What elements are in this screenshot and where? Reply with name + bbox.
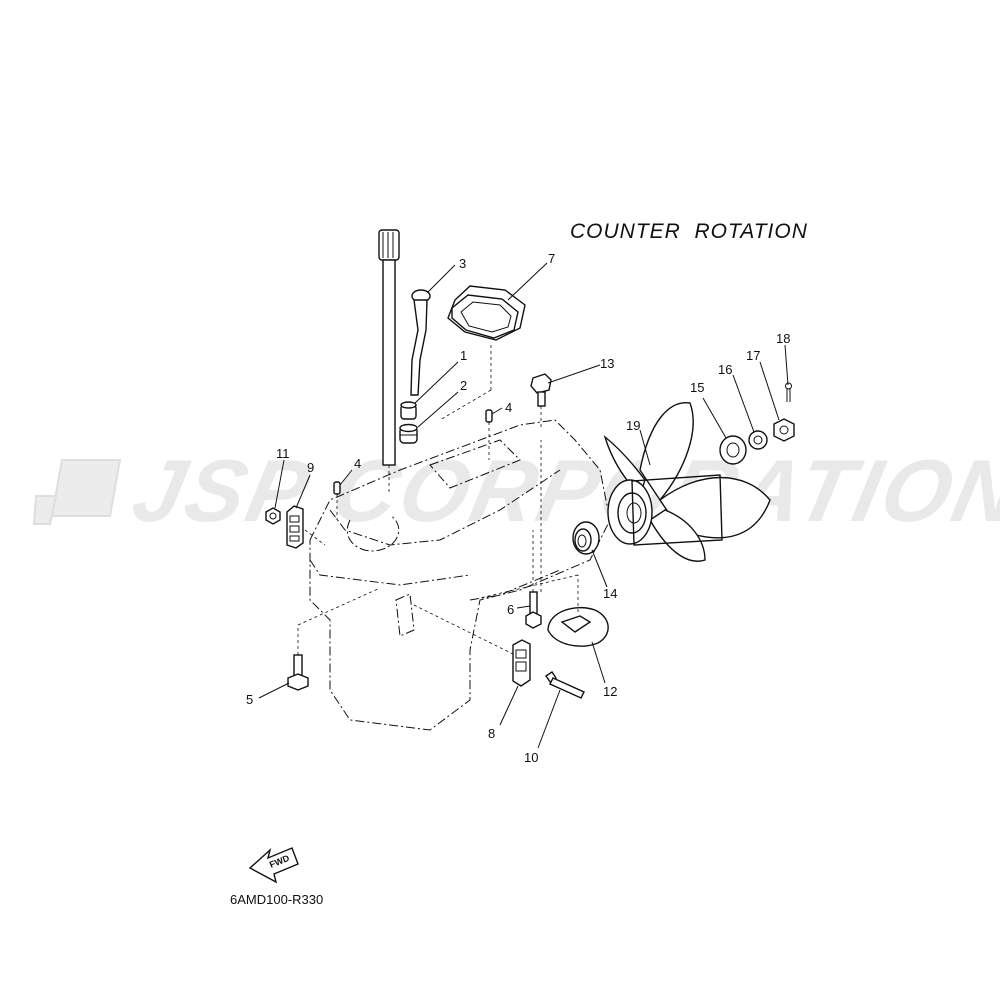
lower-unit-housing	[309, 419, 611, 731]
callout-9: 9	[307, 460, 314, 475]
drive-shaft	[378, 229, 400, 495]
part-14-thrust-washer	[572, 521, 600, 555]
part-2-seal	[399, 423, 418, 444]
part-6-bolt	[525, 440, 542, 629]
callout-12: 12	[603, 684, 617, 699]
watermark-logo	[32, 459, 122, 525]
part-7-gasket	[439, 285, 526, 421]
part-1-grommet	[400, 401, 417, 420]
part-11-nut	[265, 507, 281, 525]
callout-2: 2	[460, 378, 467, 393]
callout-16: 16	[718, 362, 732, 377]
part-17-nut	[773, 418, 795, 442]
part-4-dowel-pin-b	[333, 481, 341, 520]
callout-15: 15	[690, 380, 704, 395]
part-18-cotter-pin	[785, 382, 792, 402]
callout-19: 19	[626, 418, 640, 433]
callout-13: 13	[600, 356, 614, 371]
callout-11: 11	[276, 446, 290, 461]
part-15-spacer	[719, 435, 747, 465]
callout-18: 18	[776, 331, 790, 346]
fwd-arrow-icon: FWD	[248, 847, 299, 884]
part-10-bolt	[545, 671, 585, 699]
callout-6: 6	[507, 602, 514, 617]
callout-4b: 4	[354, 456, 361, 471]
callout-7: 7	[548, 251, 555, 266]
callout-labels: 1 2 3 4 4 5 6 7 8 9 10 11 12 13 14 15 16…	[246, 251, 790, 765]
part-13-bolt	[530, 373, 552, 430]
diagram-title: COUNTER ROTATION	[570, 220, 808, 243]
callout-1: 1	[460, 348, 467, 363]
part-5-bolt	[287, 587, 381, 691]
housing-anode-recess	[395, 593, 516, 656]
part-9-anode	[286, 505, 326, 549]
callout-8: 8	[488, 726, 495, 741]
part-19-propeller	[603, 402, 771, 562]
callout-3: 3	[459, 256, 466, 271]
callout-14: 14	[603, 586, 617, 601]
part-8-anode	[512, 639, 531, 687]
callout-10: 10	[524, 750, 538, 765]
part-12-trim-tab-anode	[479, 574, 609, 647]
callout-4a: 4	[505, 400, 512, 415]
callout-17: 17	[746, 348, 760, 363]
leader-lines	[258, 262, 789, 749]
part-4-dowel-pin-a	[485, 409, 493, 460]
callout-5: 5	[246, 692, 253, 707]
part-3-water-tube	[410, 289, 431, 396]
drawing-code: 6AMD100-R330	[230, 892, 324, 907]
part-16-washer	[748, 430, 768, 450]
